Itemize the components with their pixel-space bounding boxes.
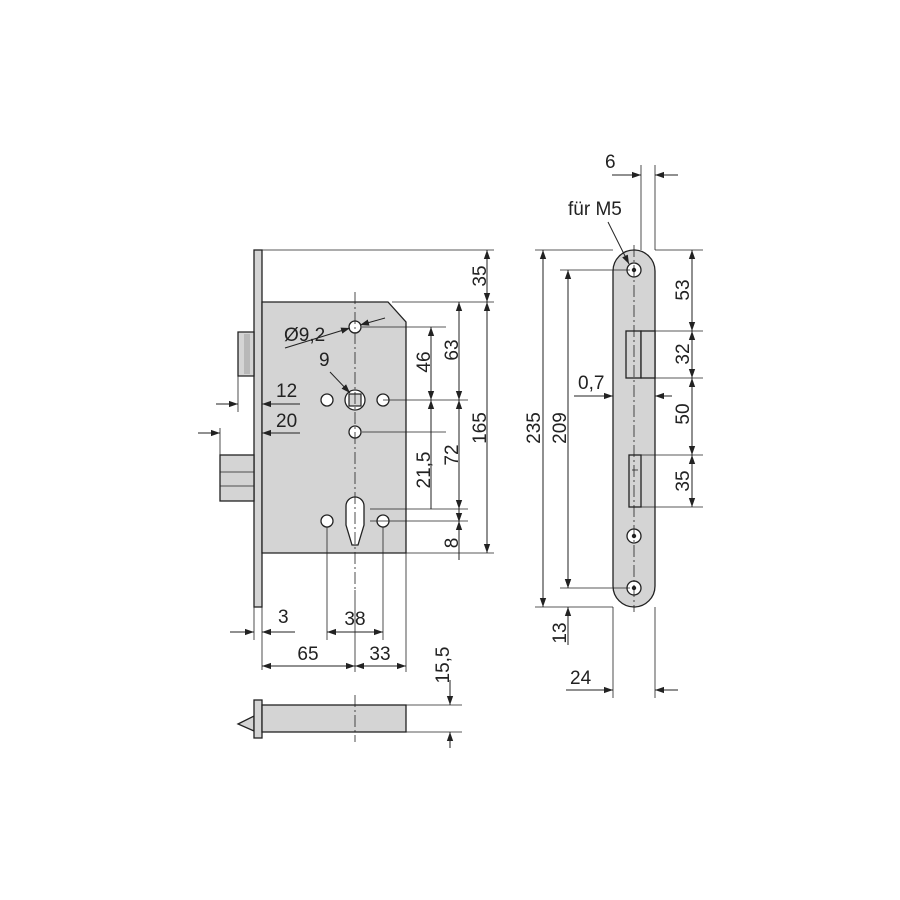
dim-235: 235 xyxy=(524,412,545,444)
case-top-view xyxy=(261,704,407,733)
dim-35-plate: 35 xyxy=(673,470,694,491)
dim-46: 46 xyxy=(414,351,435,372)
lower-left-hole xyxy=(320,514,334,528)
dim-72: 72 xyxy=(442,444,463,465)
dim-165: 165 xyxy=(470,412,491,444)
dim-0-7: 0,7 xyxy=(578,373,604,394)
dim-33: 33 xyxy=(369,644,390,665)
faceplate-front xyxy=(253,249,263,608)
dim-53: 53 xyxy=(673,279,694,300)
latch-bevel-top-view xyxy=(236,714,255,732)
dim-15-5: 15,5 xyxy=(433,647,454,684)
dim-50: 50 xyxy=(673,403,694,424)
faceplate-side-view xyxy=(612,245,656,612)
dim-209: 209 xyxy=(550,412,571,444)
dim-8: 8 xyxy=(442,538,463,549)
label-fuer-m5: für M5 xyxy=(568,199,622,220)
lock-top-view: 15,5 xyxy=(236,647,462,748)
bolt-window xyxy=(628,454,642,508)
dim-12: 12 xyxy=(276,381,297,402)
dim-20: 20 xyxy=(276,411,297,432)
front-view-dimensions: 35 165 63 72 46 21,5 8 Ø9,2 9 12 xyxy=(198,249,494,672)
dim-63: 63 xyxy=(442,339,463,360)
left-hole xyxy=(320,393,334,407)
dim-21-5: 21,5 xyxy=(414,452,435,489)
latch-slot xyxy=(640,330,656,379)
dim-diameter-9-2: Ø9,2 xyxy=(284,325,325,346)
faceplate-top-view xyxy=(253,699,263,739)
dim-9: 9 xyxy=(319,350,330,371)
lock-body-front-view xyxy=(219,249,407,608)
side-view-dimensions: 235 209 13 53 32 50 35 6 für M5 0,7 xyxy=(524,152,703,698)
latch-window xyxy=(625,330,642,379)
dim-3: 3 xyxy=(278,607,289,628)
dim-65: 65 xyxy=(297,644,318,665)
lock-case xyxy=(261,301,407,554)
dim-35-top: 35 xyxy=(470,265,491,286)
dim-13: 13 xyxy=(550,622,571,643)
dead-bolt xyxy=(219,454,255,502)
dim-6: 6 xyxy=(605,152,616,173)
dim-32: 32 xyxy=(673,343,694,364)
dim-24: 24 xyxy=(570,668,592,689)
